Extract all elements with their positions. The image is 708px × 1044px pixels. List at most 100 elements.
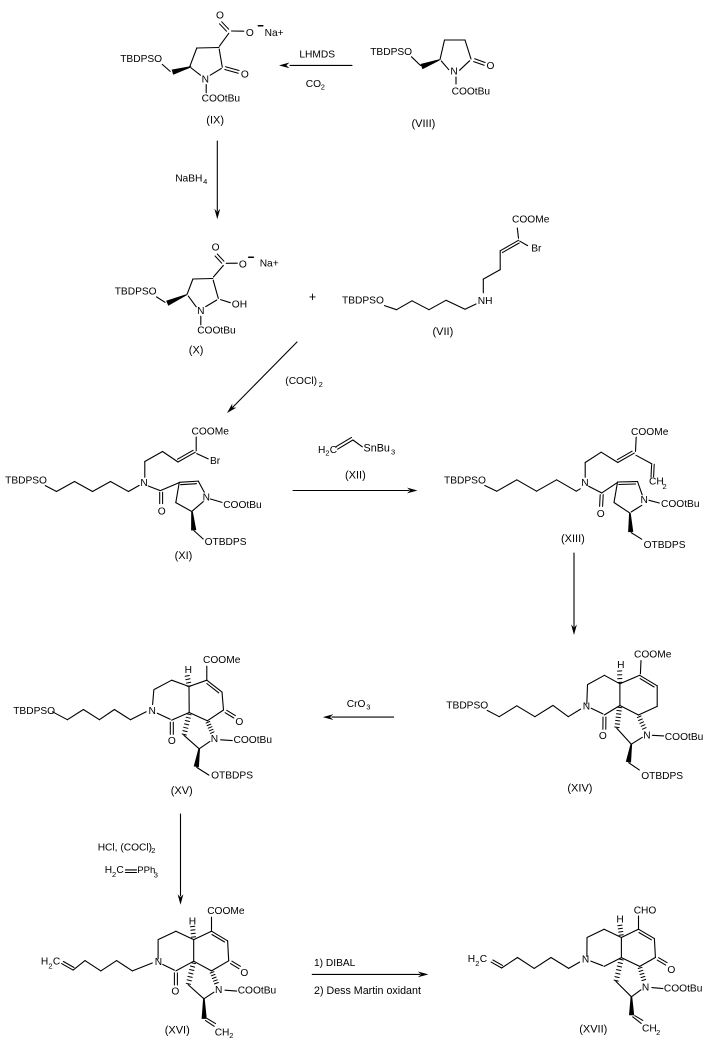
svg-text:O: O	[246, 28, 254, 39]
svg-text:CH: CH	[649, 477, 664, 488]
svg-text:H: H	[185, 665, 192, 676]
svg-text:Na+: Na+	[260, 259, 279, 270]
svg-text:Na+: Na+	[265, 28, 284, 39]
svg-text:TBDPSO: TBDPSO	[342, 296, 384, 307]
svg-text:CHO: CHO	[634, 905, 657, 916]
svg-text:2: 2	[48, 962, 52, 971]
svg-text:OH: OH	[232, 299, 247, 310]
svg-text:N: N	[583, 702, 590, 713]
svg-text:3: 3	[391, 447, 395, 456]
svg-text:3: 3	[366, 702, 370, 711]
svg-text:(XV): (XV)	[171, 785, 193, 797]
svg-text:4: 4	[203, 177, 207, 186]
svg-text:H: H	[318, 445, 325, 456]
svg-text:N: N	[581, 478, 588, 489]
svg-text:2: 2	[319, 380, 323, 389]
svg-text:(XVII): (XVII)	[579, 1023, 607, 1035]
svg-text:N: N	[450, 66, 457, 77]
svg-text:(XIV): (XIV)	[567, 783, 592, 795]
svg-text:2: 2	[229, 1031, 233, 1040]
svg-text:N: N	[140, 478, 147, 489]
svg-text:N: N	[643, 731, 650, 742]
svg-text:CO: CO	[306, 79, 321, 90]
svg-text:O: O	[240, 968, 248, 979]
svg-text:(VIII): (VIII)	[412, 118, 436, 130]
svg-text:COOtBu: COOtBu	[238, 986, 277, 997]
svg-text:N: N	[582, 955, 589, 966]
svg-text:COOMe: COOMe	[207, 906, 245, 917]
svg-text:TBDPSO: TBDPSO	[370, 47, 412, 58]
svg-text:N: N	[641, 495, 648, 506]
svg-text:N: N	[215, 985, 222, 996]
svg-text:O: O	[212, 243, 220, 254]
svg-text:N: N	[197, 306, 204, 317]
svg-text:COOMe: COOMe	[634, 650, 672, 661]
svg-text:LHMDS: LHMDS	[299, 50, 335, 61]
svg-text:COOMe: COOMe	[631, 427, 669, 438]
svg-text:O: O	[216, 11, 224, 22]
svg-text:H: H	[617, 660, 624, 671]
svg-text:COOtBu: COOtBu	[665, 732, 704, 743]
svg-text:COOtBu: COOtBu	[234, 735, 273, 746]
svg-text:2: 2	[475, 959, 479, 968]
svg-text:COOMe: COOMe	[512, 215, 550, 226]
svg-text:(IX): (IX)	[206, 115, 224, 127]
svg-text:N: N	[155, 957, 162, 968]
svg-text:TBDPSO: TBDPSO	[120, 54, 162, 65]
svg-text:O: O	[599, 731, 607, 742]
svg-text:OTBDPS: OTBDPS	[211, 771, 253, 782]
svg-text:COOtBu: COOtBu	[223, 500, 262, 511]
svg-text:SnBu: SnBu	[364, 443, 390, 455]
svg-text:O: O	[158, 506, 166, 517]
svg-text:TBDPSO: TBDPSO	[444, 476, 486, 487]
svg-text:OTBDPS: OTBDPS	[205, 537, 247, 548]
svg-text:N: N	[211, 734, 218, 745]
svg-text:CrO: CrO	[347, 699, 366, 710]
svg-text:COOtBu: COOtBu	[452, 87, 491, 98]
svg-text:(COCl): (COCl)	[285, 376, 317, 387]
svg-text:2: 2	[151, 846, 155, 855]
svg-text:O: O	[241, 69, 249, 80]
svg-text:2: 2	[112, 870, 116, 879]
svg-text:H: H	[41, 957, 48, 968]
svg-text:(XVI): (XVI)	[165, 1025, 190, 1037]
svg-text:2: 2	[663, 482, 667, 491]
svg-text:2: 2	[321, 82, 325, 91]
svg-text:HCl, (COCl): HCl, (COCl)	[98, 843, 152, 854]
svg-text:OTBDPS: OTBDPS	[641, 771, 683, 782]
svg-text:C: C	[330, 445, 337, 456]
svg-text:TBDPSO: TBDPSO	[446, 701, 488, 712]
svg-text:COOMe: COOMe	[192, 427, 230, 438]
svg-text:COOtBu: COOtBu	[661, 499, 700, 510]
svg-text:COOtBu: COOtBu	[664, 984, 703, 995]
svg-text:COOtBu: COOtBu	[197, 326, 236, 337]
svg-text:2) Dess Martin oxidant: 2) Dess Martin oxidant	[314, 985, 421, 997]
svg-text:O: O	[168, 736, 176, 747]
svg-text:(XI): (XI)	[175, 550, 193, 562]
svg-text:TBDPSO: TBDPSO	[13, 706, 55, 717]
svg-text:1) DIBAL: 1) DIBAL	[314, 958, 356, 969]
svg-text:COOMe: COOMe	[203, 655, 241, 666]
svg-text:H: H	[616, 915, 623, 926]
svg-text:H: H	[105, 865, 112, 876]
svg-text:O: O	[239, 260, 247, 271]
svg-text:OTBDPS: OTBDPS	[644, 540, 686, 551]
svg-text:C: C	[480, 954, 487, 965]
svg-text:Br: Br	[210, 456, 221, 467]
svg-text:Br: Br	[531, 244, 542, 255]
svg-text:2: 2	[656, 1028, 660, 1037]
svg-text:COOtBu: COOtBu	[202, 93, 241, 104]
svg-text:H: H	[468, 954, 475, 965]
svg-text:(X): (X)	[189, 345, 204, 357]
svg-text:CH: CH	[642, 1023, 657, 1034]
svg-text:O: O	[171, 987, 179, 998]
svg-text:O: O	[597, 509, 605, 520]
svg-text:C: C	[116, 865, 123, 876]
svg-text:(VII): (VII)	[433, 326, 454, 338]
svg-text:(XII): (XII)	[345, 470, 366, 482]
svg-text:(XIII): (XIII)	[561, 533, 585, 545]
svg-text:O: O	[667, 965, 675, 976]
svg-text:3: 3	[154, 870, 158, 879]
svg-text:+: +	[309, 290, 316, 304]
svg-text:TBDPSO: TBDPSO	[115, 286, 157, 297]
